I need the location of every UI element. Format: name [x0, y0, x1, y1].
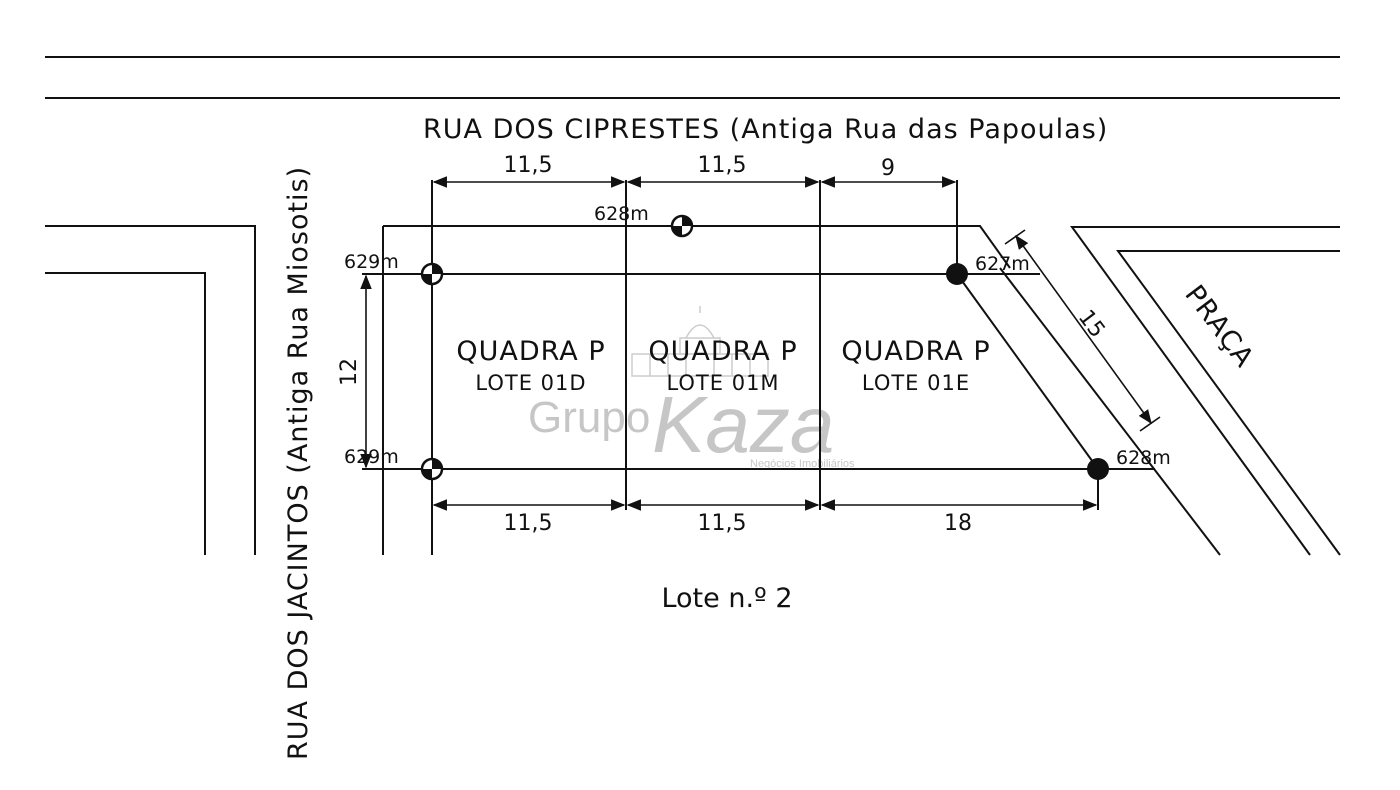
- watermark-word-grupo: Grupo: [528, 393, 650, 442]
- dimension-top-3: 9: [881, 156, 895, 181]
- lot-quadra-label: QUADRA P: [456, 336, 605, 367]
- dimension-left-height: 12: [337, 358, 362, 386]
- lot-label-01e: QUADRA P LOTE 01E: [841, 336, 990, 395]
- watermark: Grupo Kaza Negócios Imobiliários: [528, 306, 855, 470]
- praca-label: PRAÇA: [1178, 280, 1259, 374]
- watermark-tagline: Negócios Imobiliários: [750, 458, 855, 470]
- dimension-diagonal: 15: [1073, 305, 1110, 342]
- elevation-marker-bottom-right: [1087, 458, 1109, 480]
- watermark-word-kaza: Kaza: [652, 380, 834, 469]
- lot-number-footer: Lote n.º 2: [661, 583, 792, 614]
- lot-boundaries: [362, 180, 1155, 555]
- dimension-bottom-2: 11,5: [698, 511, 747, 536]
- lot-label-01d: QUADRA P LOTE 01D: [456, 336, 605, 395]
- lot-label-01m: QUADRA P LOTE 01M: [648, 336, 797, 395]
- elevation-label-bottom-left: 629m: [344, 446, 399, 468]
- lot-number-label: LOTE 01M: [666, 371, 779, 395]
- lot-number-label: LOTE 01D: [475, 371, 586, 395]
- dimension-bottom-1: 11,5: [504, 511, 553, 536]
- elevation-markers: [420, 214, 1109, 481]
- dimension-top-2: 11,5: [698, 153, 747, 178]
- elevation-marker-bottom-left: [420, 457, 444, 481]
- lot-number-label: LOTE 01E: [862, 371, 970, 395]
- elevation-marker-top-left: [420, 262, 444, 286]
- lot-quadra-label: QUADRA P: [841, 336, 990, 367]
- elevation-marker-top-middle: [670, 214, 694, 238]
- dimension-top-1: 11,5: [504, 153, 553, 178]
- elevation-label-top-middle: 628m: [594, 203, 649, 225]
- street-name-top: RUA DOS CIPRESTES (Antiga Rua das Papoul…: [423, 114, 1108, 145]
- dimension-bottom-3: 18: [944, 511, 972, 536]
- elevation-marker-top-right: [946, 263, 968, 285]
- lot-quadra-label: QUADRA P: [648, 336, 797, 367]
- left-street-lines: [45, 225, 256, 555]
- elevation-label-top-left: 629m: [344, 251, 399, 273]
- dimension-lines: [360, 176, 1161, 511]
- elevation-label-top-right: 627m: [975, 253, 1030, 275]
- top-street-lines: [45, 56, 1340, 99]
- street-name-left: RUA DOS JACINTOS (Antiga Rua Miosotis): [283, 166, 314, 760]
- watermark-building-icon: [631, 306, 769, 377]
- elevation-label-bottom-right: 628m: [1116, 447, 1171, 469]
